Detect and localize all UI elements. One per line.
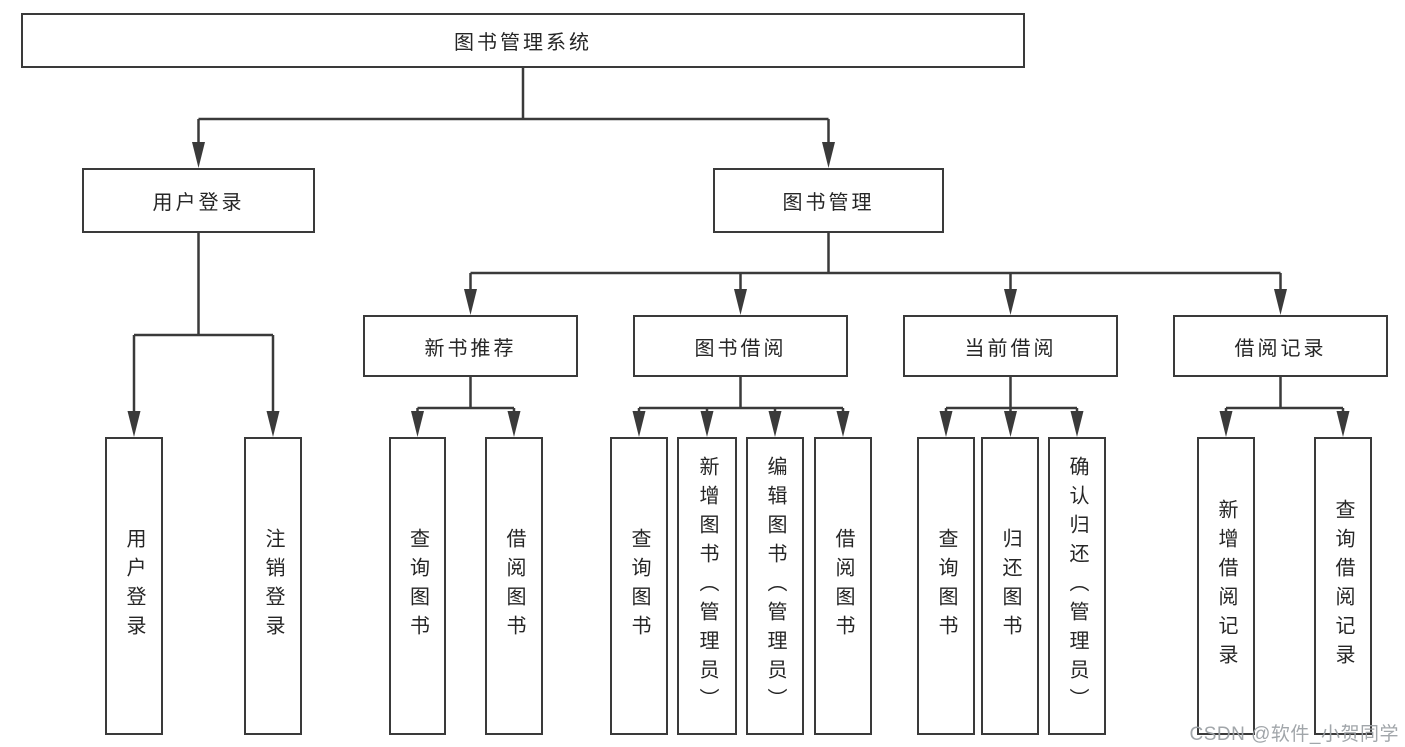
leaf-logout: 注销登录 — [244, 437, 302, 735]
leaf-add-borrow-record-label: 新增借阅记录 — [1215, 499, 1237, 673]
leaf-query-borrow-record: 查询借阅记录 — [1314, 437, 1372, 735]
leaf-confirm-return-admin-label: 确认归还（管理员） — [1066, 455, 1088, 717]
node-book-management: 图书管理 — [713, 168, 944, 233]
node-user-login: 用户登录 — [82, 168, 315, 233]
leaf-return-books-label: 归还图书 — [999, 528, 1021, 644]
leaf-edit-books-admin-label: 编辑图书（管理员） — [764, 455, 786, 717]
leaf-edit-books-admin: 编辑图书（管理员） — [746, 437, 804, 735]
leaf-add-borrow-record: 新增借阅记录 — [1197, 437, 1255, 735]
node-borrowing-records: 借阅记录 — [1173, 315, 1388, 377]
leaf-user-login-label: 用户登录 — [123, 528, 145, 644]
node-new-book-recommendation: 新书推荐 — [363, 315, 578, 377]
leaf-query-books-recommend: 查询图书 — [389, 437, 446, 735]
leaf-logout-label: 注销登录 — [262, 528, 284, 644]
node-book-borrowing: 图书借阅 — [633, 315, 848, 377]
leaf-user-login: 用户登录 — [105, 437, 163, 735]
leaf-borrow-books-recommend: 借阅图书 — [485, 437, 543, 735]
leaf-add-books-admin: 新增图书（管理员） — [677, 437, 737, 735]
leaf-borrow-books-label: 借阅图书 — [832, 528, 854, 644]
leaf-query-books-borrow-label: 查询图书 — [628, 528, 650, 644]
leaf-query-books-current: 查询图书 — [917, 437, 975, 735]
watermark-text: CSDN @软件_小贺同学 — [1189, 724, 1399, 745]
leaf-query-books-borrow: 查询图书 — [610, 437, 668, 735]
node-library-system: 图书管理系统 — [21, 13, 1025, 68]
leaf-borrow-books-recommend-label: 借阅图书 — [503, 528, 525, 644]
leaf-query-books-recommend-label: 查询图书 — [406, 528, 429, 644]
leaf-add-books-admin-label: 新增图书（管理员） — [696, 455, 718, 717]
leaf-return-books: 归还图书 — [981, 437, 1039, 735]
leaf-query-books-current-label: 查询图书 — [935, 528, 957, 644]
leaf-borrow-books: 借阅图书 — [814, 437, 872, 735]
node-current-borrowing: 当前借阅 — [903, 315, 1118, 377]
leaf-confirm-return-admin: 确认归还（管理员） — [1048, 437, 1106, 735]
leaf-query-borrow-record-label: 查询借阅记录 — [1332, 499, 1354, 673]
